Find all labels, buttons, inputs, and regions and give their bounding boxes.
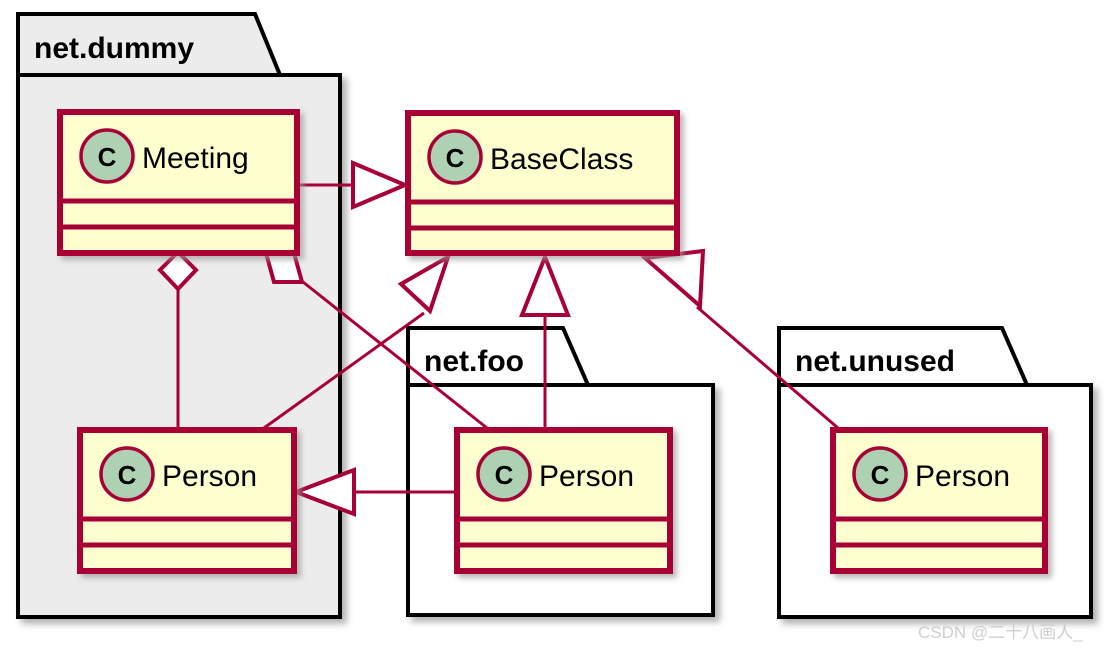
aggregation-diamond — [263, 251, 305, 284]
class-box-unused-person[interactable]: C Person — [830, 427, 1048, 574]
class-name-label: BaseClass — [490, 143, 633, 176]
generalization-arrowhead — [351, 159, 411, 211]
relationship-dummyperson-extends-baseclass[interactable] — [263, 252, 452, 430]
class-icon-letter: C — [871, 460, 890, 490]
class-name-label: Person — [162, 460, 257, 493]
class-stereotype-icon — [852, 446, 908, 502]
class-stereotype-icon — [99, 446, 155, 502]
relationship-meeting-aggregates-dummyperson[interactable] — [157, 249, 199, 430]
aggregation-diamond — [157, 249, 199, 292]
package-tab-net-dummy — [16, 12, 283, 77]
package-label-net-unused: net.unused — [795, 345, 955, 378]
class-name-label: Person — [915, 460, 1010, 493]
package-label-net-foo: net.foo — [424, 345, 524, 378]
class-box-dummy-meeting[interactable]: C Meeting — [57, 109, 300, 256]
link-line — [263, 311, 425, 430]
class-icon-letter: C — [495, 460, 514, 490]
class-name-label: Meeting — [142, 142, 249, 175]
generalization-arrowhead — [519, 251, 571, 317]
class-stereotype-icon — [427, 129, 483, 185]
class-box-base-class[interactable]: C BaseClass — [405, 110, 680, 256]
class-box-foo-person[interactable]: C Person — [454, 427, 673, 574]
class-icon-letter: C — [446, 143, 465, 173]
package-tab-net-unused — [777, 326, 1031, 387]
generalization-arrowhead — [290, 467, 356, 517]
class-name-label: Person — [539, 460, 634, 493]
class-icon-letter: C — [98, 142, 117, 172]
package-tab-net-foo — [406, 326, 592, 387]
link-line — [696, 305, 839, 430]
class-icon-letter: C — [118, 460, 137, 490]
class-box-dummy-person[interactable]: C Person — [77, 427, 297, 574]
generalization-arrowhead — [640, 248, 706, 311]
relationship-meeting-extends-baseclass[interactable] — [297, 159, 411, 211]
relationship-fooperson-extends-baseclass[interactable] — [519, 251, 571, 428]
csdn-watermark: CSDN @二十八画人_ — [918, 623, 1083, 642]
link-line — [302, 280, 488, 430]
class-stereotype-icon — [79, 128, 135, 184]
package-label-net-dummy: net.dummy — [34, 32, 194, 65]
class-stereotype-icon — [476, 446, 532, 502]
relationship-layer — [157, 159, 839, 517]
relationship-fooperson-extends-dummyperson[interactable] — [290, 467, 455, 517]
generalization-arrowhead — [397, 252, 452, 315]
